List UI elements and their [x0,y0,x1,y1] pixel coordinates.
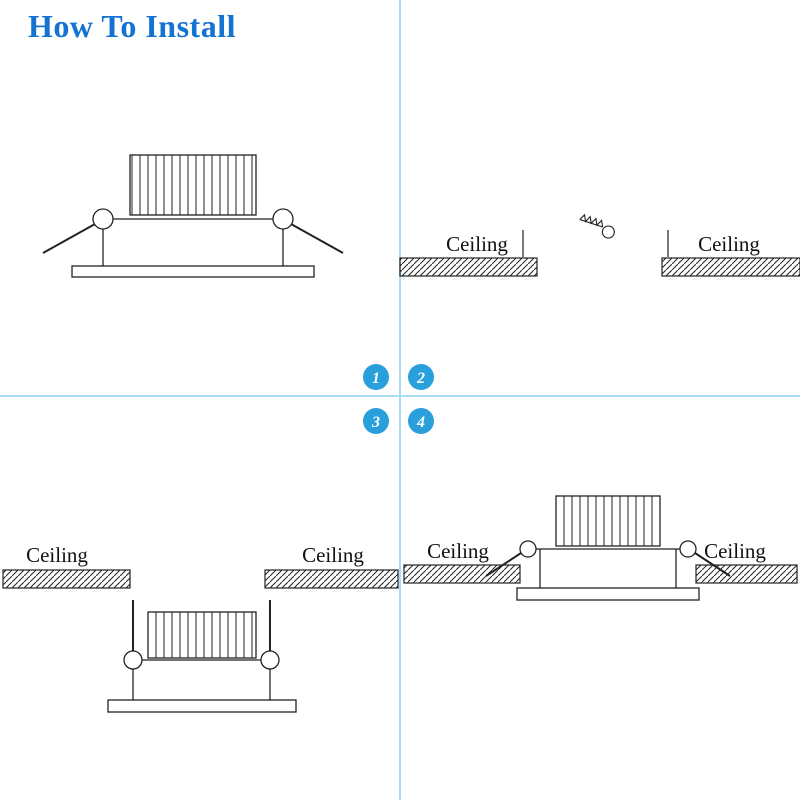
step-3-badge [363,408,389,434]
spring-arm-right-clamped [694,552,731,577]
ceiling-section-left [399,257,538,277]
heatsink-fins [129,154,257,216]
ceiling-label: Ceiling [302,543,364,567]
spring-arm-left-clamped [485,552,522,577]
ceiling-label: Ceiling [427,539,489,563]
spring-pivot-left [123,650,143,670]
ceiling-label: Ceiling [446,232,508,256]
trim-flange [107,699,297,713]
spring-arm-left [42,223,96,254]
heatsink-fins [147,611,257,659]
spring-pivot-right [260,650,280,670]
step3-insert-diagram: Ceiling Ceiling [2,543,399,713]
step-2-badge [408,364,434,390]
step-4-badge [408,408,434,434]
step1-fixture-diagram [42,154,344,278]
saw-blade [579,219,603,228]
ceiling-section-right [264,569,399,589]
ceiling-section-left [2,569,131,589]
trim-flange [71,265,315,278]
spring-pivot-right [679,540,697,558]
step-3-number: 3 [371,414,380,431]
ceiling-section-left [403,564,521,584]
step2-cut-hole-diagram: Ceiling Ceiling [399,213,800,277]
spring-pivot-right [272,208,294,230]
trim-flange [516,587,700,601]
ceiling-label: Ceiling [698,232,760,256]
step-1-badge [363,364,389,390]
ceiling-label: Ceiling [26,543,88,567]
spring-pivot-left [92,208,114,230]
ceiling-label: Ceiling [704,539,766,563]
spring-pivot-left [519,540,537,558]
step-2-number: 2 [416,370,425,387]
spring-arm-right [290,223,344,254]
saw-cutter-icon [579,213,615,239]
page-title: How To Install [28,8,236,44]
ceiling-section-right [661,257,800,277]
ceiling-section-right [695,564,798,584]
step-badges: 1 2 3 4 [363,364,434,434]
step-1-number: 1 [372,370,380,387]
step-4-number: 4 [416,414,425,431]
saw-handle [601,225,615,239]
heatsink-fins [555,495,661,547]
step4-installed-diagram: Ceiling Ceiling [403,495,798,601]
